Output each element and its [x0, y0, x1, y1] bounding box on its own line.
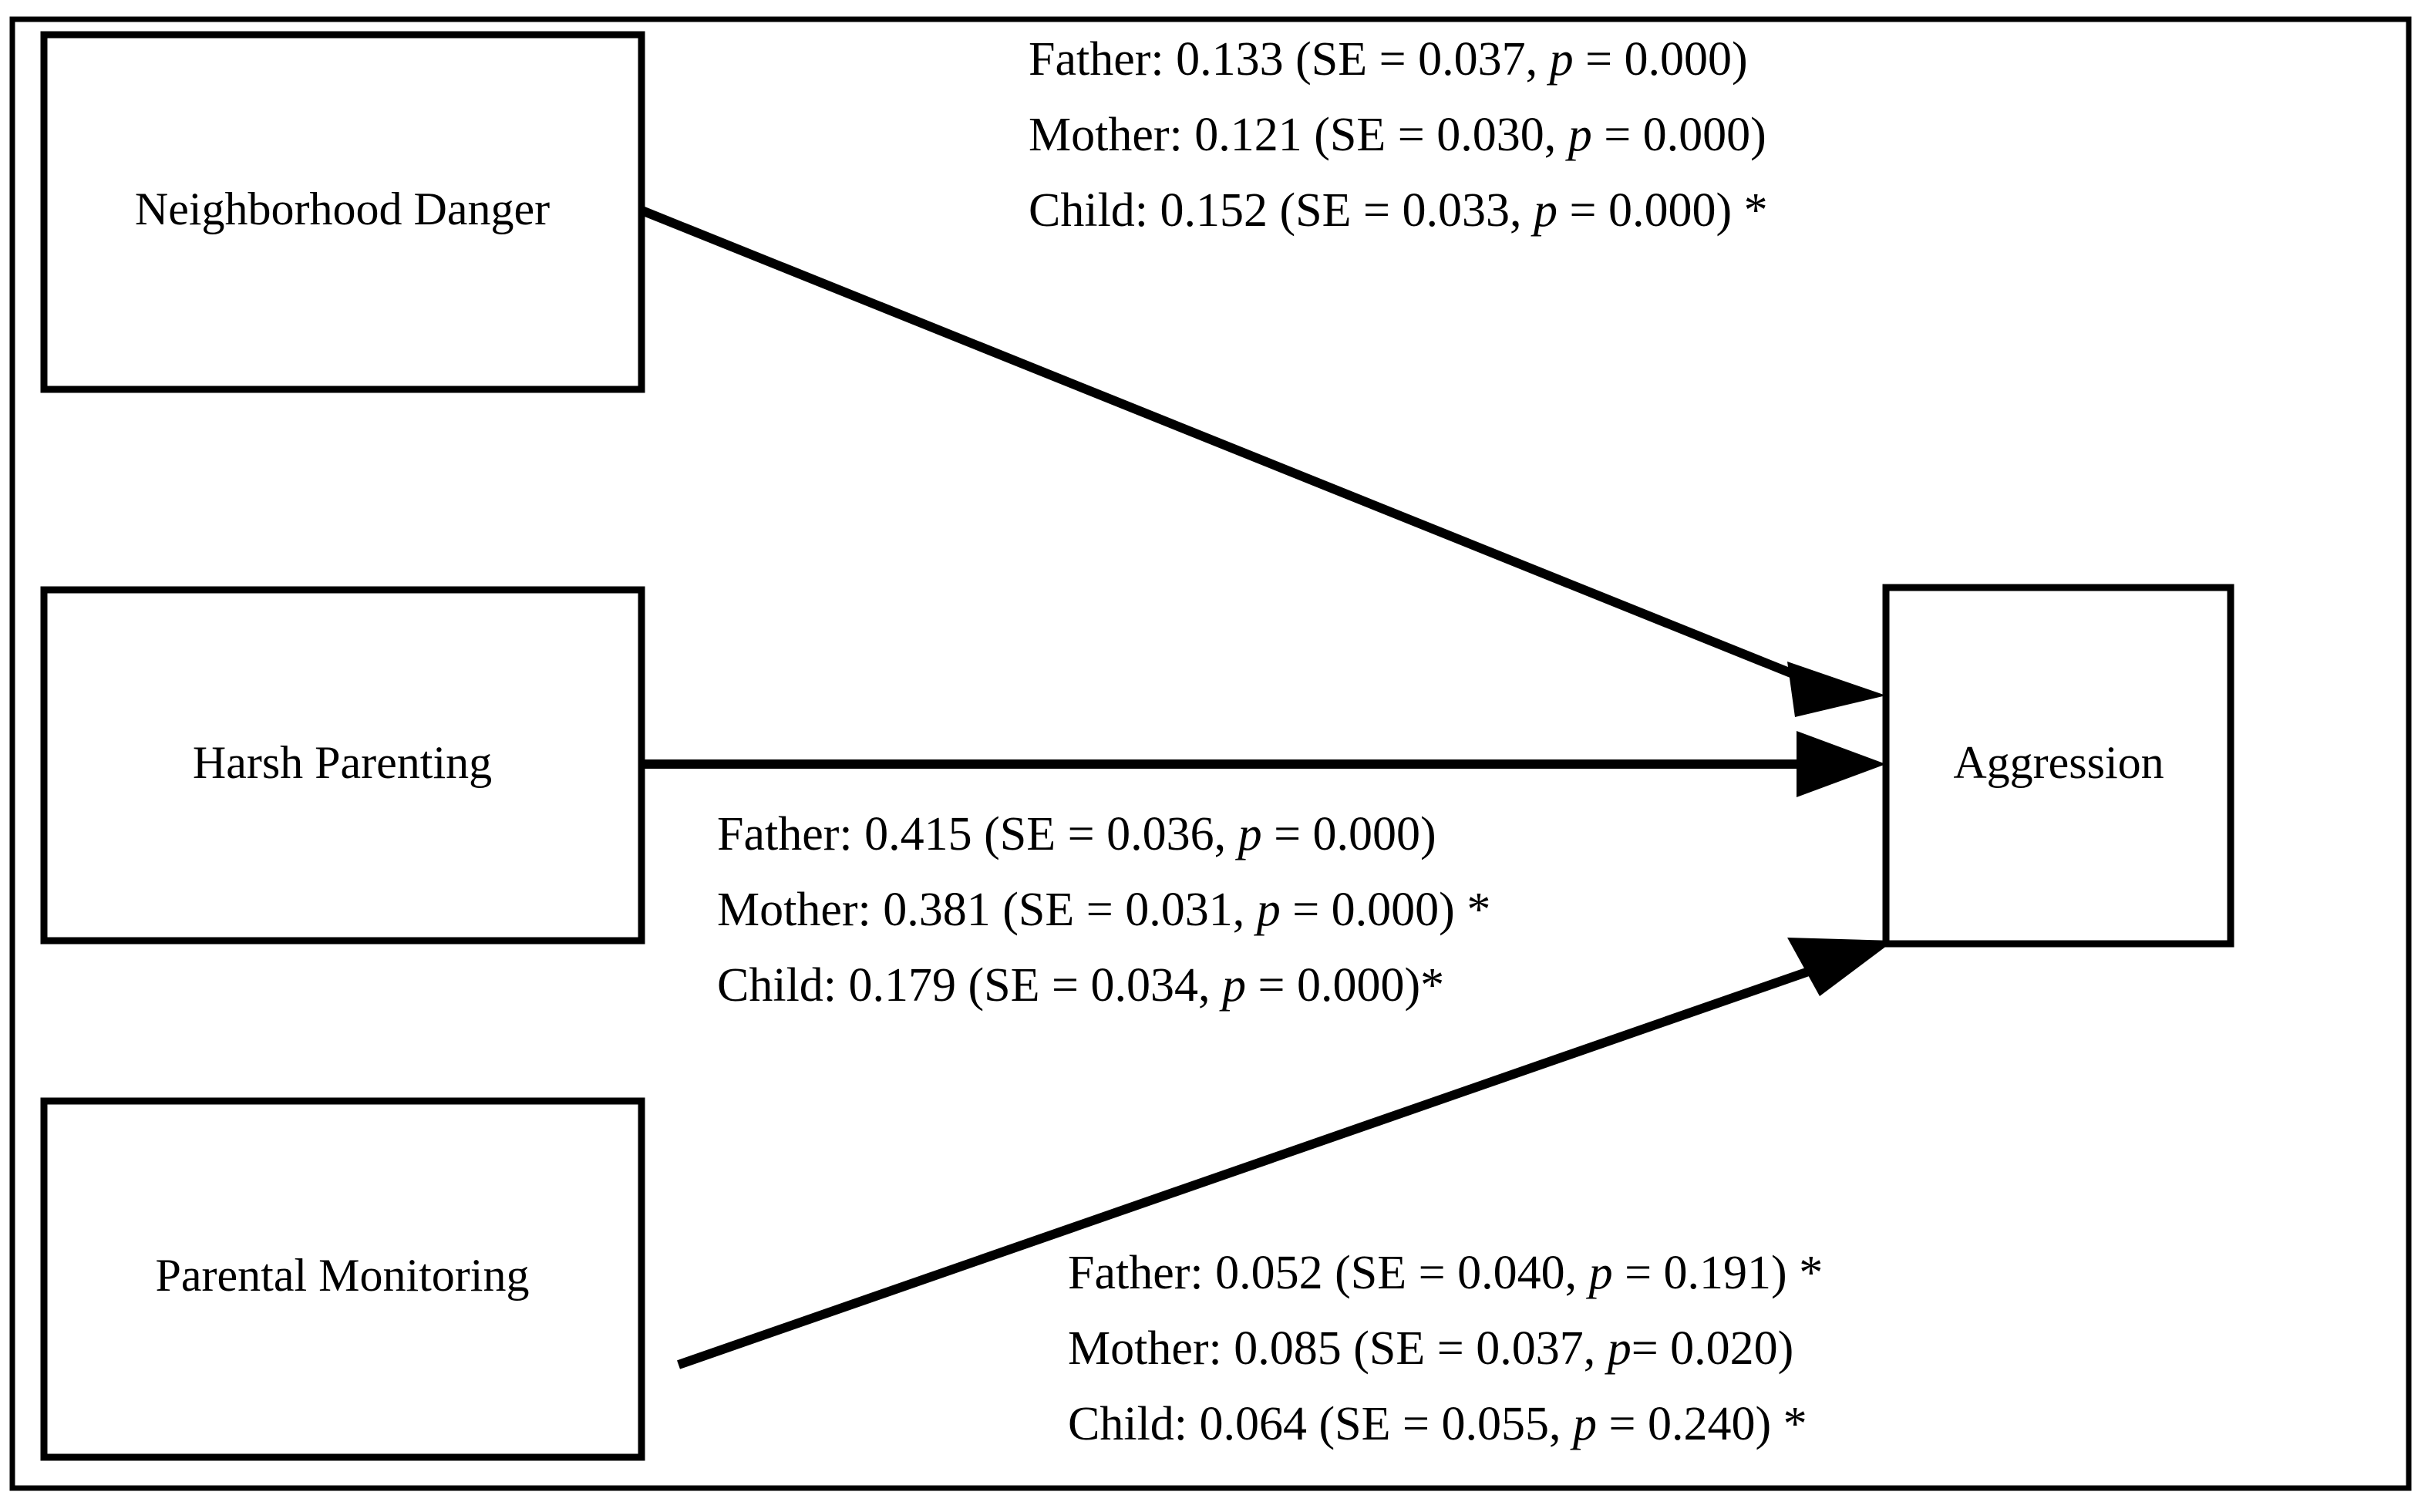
p-symbol: p — [1568, 109, 1592, 161]
coefficient-line-father: Father: 0.133 (SE = 0.037, p = 0.000) — [1029, 22, 1768, 97]
coefficient-text-father-pre: Father: 0.133 (SE = 0.037, — [1029, 33, 1550, 86]
coefficient-text-father-post: = 0.000) — [1573, 33, 1748, 86]
coefficient-line-father: Father: 0.052 (SE = 0.040, p = 0.191) * — [1068, 1235, 1823, 1311]
coefficient-line-mother: Mother: 0.085 (SE = 0.037, p= 0.020) — [1068, 1311, 1823, 1386]
coefficient-text-child-pre: Child: 0.179 (SE = 0.034, — [717, 959, 1222, 1012]
coefficient-text-father-post: = 0.191) — [1612, 1247, 1787, 1299]
coefficient-text-mother-pre: Mother: 0.381 (SE = 0.031, — [717, 884, 1257, 936]
coefficient-text-child-pre: Child: 0.064 (SE = 0.055, — [1068, 1398, 1573, 1450]
node-label-aggression: Aggression — [1953, 737, 2164, 788]
path-arrow-neighborhood-danger-to-aggression — [638, 205, 1822, 689]
p-symbol: p — [1256, 884, 1281, 936]
coefficient-text-child-pre: Child: 0.152 (SE = 0.033, — [1029, 184, 1534, 237]
significance-star-father: * — [1786, 1247, 1824, 1299]
coefficients-neighborhood-danger-to-aggression: Father: 0.133 (SE = 0.037, p = 0.000) Mo… — [1029, 22, 1768, 248]
node-label-neighborhood-danger: Neighborhood Danger — [135, 184, 550, 234]
coefficient-text-father-pre: Father: 0.415 (SE = 0.036, — [717, 808, 1238, 860]
node-box-neighborhood-danger[interactable] — [40, 31, 645, 393]
significance-star-child: * — [1420, 959, 1445, 1012]
node-box-parental-monitoring[interactable] — [40, 1097, 645, 1461]
coefficient-line-father: Father: 0.415 (SE = 0.036, p = 0.000) — [717, 796, 1490, 872]
coefficient-text-mother-post: = 0.020) — [1631, 1322, 1794, 1375]
coefficient-text-child-post: = 0.240) — [1597, 1398, 1772, 1450]
coefficient-line-mother: Mother: 0.121 (SE = 0.030, p = 0.000) — [1029, 97, 1768, 173]
figure-border — [9, 16, 2412, 1491]
p-symbol: p — [1588, 1247, 1613, 1299]
significance-star-mother: * — [1454, 884, 1491, 936]
significance-star-child: * — [1771, 1398, 1807, 1450]
arrowhead-parental-monitoring — [1787, 938, 1894, 996]
coefficient-text-father-post: = 0.000) — [1261, 808, 1436, 860]
node-box-aggression[interactable] — [1882, 584, 2234, 948]
coefficient-line-mother: Mother: 0.381 (SE = 0.031, p = 0.000) * — [717, 872, 1490, 948]
p-symbol: p — [1549, 33, 1574, 86]
coefficient-text-mother-pre: Mother: 0.121 (SE = 0.030, — [1029, 109, 1568, 161]
coefficients-harsh-parenting-to-aggression: Father: 0.415 (SE = 0.036, p = 0.000) Mo… — [717, 796, 1490, 1023]
node-box-harsh-parenting[interactable] — [40, 586, 645, 945]
coefficient-text-mother-post: = 0.000) — [1280, 884, 1455, 936]
significance-star-child: * — [1732, 184, 1768, 237]
p-symbol: p — [1573, 1398, 1597, 1450]
arrowhead-harsh-parenting — [1797, 731, 1886, 797]
arrowhead-neighborhood-danger — [1787, 662, 1886, 717]
coefficient-text-father-pre: Father: 0.052 (SE = 0.040, — [1068, 1247, 1589, 1299]
coefficient-text-mother-pre: Mother: 0.085 (SE = 0.037, — [1068, 1322, 1608, 1375]
coefficient-text-mother-post: = 0.000) — [1591, 109, 1766, 161]
node-label-harsh-parenting: Harsh Parenting — [193, 737, 492, 788]
node-label-parental-monitoring: Parental Monitoring — [156, 1250, 530, 1301]
coefficient-line-child: Child: 0.152 (SE = 0.033, p = 0.000) * — [1029, 173, 1768, 248]
p-symbol: p — [1222, 959, 1246, 1012]
coefficient-line-child: Child: 0.179 (SE = 0.034, p = 0.000)* — [717, 948, 1490, 1023]
coefficients-parental-monitoring-to-aggression: Father: 0.052 (SE = 0.040, p = 0.191) * … — [1068, 1235, 1823, 1462]
coefficient-text-child-post: = 0.000) — [1246, 959, 1421, 1012]
p-symbol: p — [1534, 184, 1557, 237]
coefficient-text-child-post: = 0.000) — [1557, 184, 1733, 237]
p-symbol: p — [1607, 1322, 1632, 1375]
path-arrow-parental-monitoring-to-aggression — [677, 958, 1837, 1369]
p-symbol: p — [1238, 808, 1262, 860]
coefficient-line-child: Child: 0.064 (SE = 0.055, p = 0.240) * — [1068, 1386, 1823, 1462]
